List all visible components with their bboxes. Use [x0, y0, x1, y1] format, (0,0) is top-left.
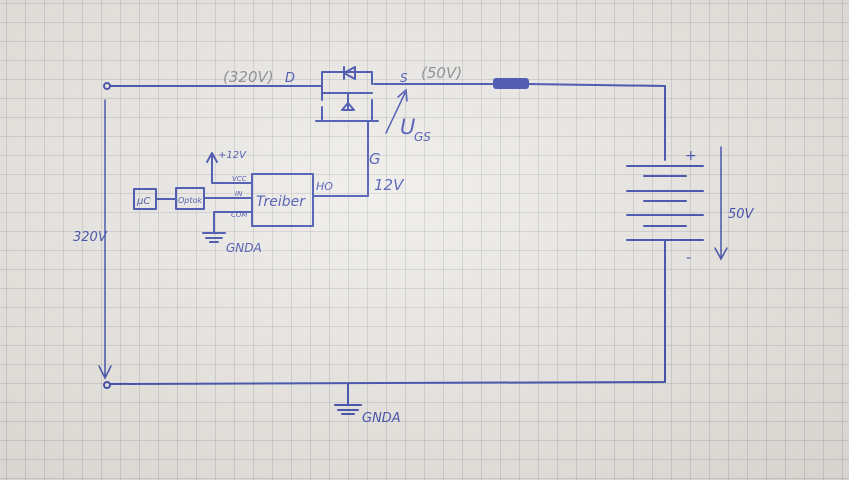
source-label: S — [400, 71, 408, 85]
drain-voltage-label: (320V) — [223, 68, 274, 86]
driver-ho-label: HO — [316, 180, 333, 193]
supply-label: +12V — [218, 150, 247, 161]
source-voltage-label: (50V) — [421, 64, 462, 82]
gnda-driver-label: GNDA — [226, 241, 262, 255]
mosfet-symbol — [312, 66, 379, 197]
ugs-subscript: GS — [414, 130, 431, 144]
terminal-bottom — [103, 381, 111, 389]
voltage-arrow-left — [98, 99, 112, 380]
drain-label: D — [285, 71, 295, 86]
voltage-left-label: 320V — [73, 230, 108, 245]
battery-wire-bottom — [109, 239, 666, 385]
driver-vcc-label: VCC — [232, 175, 247, 183]
battery-minus-label: - — [686, 250, 691, 266]
terminal-top — [103, 82, 111, 90]
gnda-main-label: GNDA — [362, 411, 401, 426]
driver-vcc-wire — [206, 152, 253, 184]
battery-voltage-label: 50V — [728, 207, 755, 222]
fuse-symbol — [493, 78, 529, 89]
driver-box — [251, 173, 314, 227]
gate-label: G — [369, 150, 381, 168]
battery-symbol — [626, 165, 704, 241]
driver-in-label: IN — [235, 190, 243, 198]
mc-label: µC — [136, 196, 150, 207]
battery-plus-label: + — [685, 148, 697, 164]
driver-com-wire — [202, 211, 253, 243]
voltage-arrow-battery — [714, 146, 728, 261]
ground-symbol-main — [334, 383, 362, 415]
gate-voltage-label: 12V — [374, 176, 405, 194]
top-wire-right — [373, 83, 666, 161]
driver-com-label: COM — [231, 211, 247, 219]
ugs-arrow — [385, 88, 408, 134]
ugs-label: U — [400, 115, 415, 139]
driver-label: Treiber — [256, 194, 306, 210]
optok-label: Optok — [178, 196, 202, 205]
